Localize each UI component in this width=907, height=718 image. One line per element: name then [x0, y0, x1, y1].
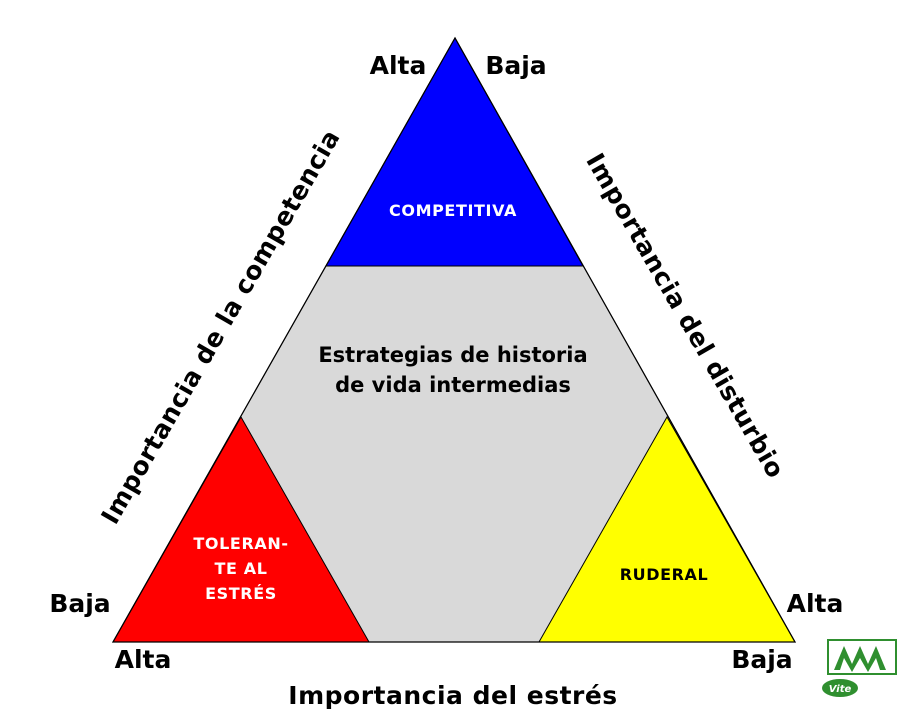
vite-badge-text: Vite — [829, 684, 852, 695]
stress-tolerant-label-line3: ESTRÉS — [205, 584, 277, 603]
vite-badge — [822, 679, 858, 697]
corner-left-upper-label: Baja — [49, 589, 110, 618]
stress-tolerant-label-line1: TOLERAN- — [193, 534, 288, 553]
corner-top-left-label: Alta — [370, 51, 427, 80]
outer-triangle — [111, 36, 797, 643]
corner-right-upper-label: Alta — [787, 589, 844, 618]
bottom-axis-label: Importancia del estrés — [288, 681, 617, 710]
intermediate-label-line2: de vida intermedias — [335, 373, 571, 397]
corner-right-lower-label: Baja — [731, 645, 792, 674]
corner-left-lower-label: Alta — [115, 645, 172, 674]
corner-top-right-label: Baja — [485, 51, 546, 80]
intermediate-label-line1: Estrategias de historia — [318, 343, 587, 367]
stress-tolerant-label-line2: TE AL — [215, 559, 268, 578]
ruderal-label: RUDERAL — [620, 565, 709, 584]
competitive-label: COMPETITIVA — [389, 201, 517, 220]
uam-logo: Vite — [822, 639, 897, 697]
uam-logo-letters — [834, 646, 886, 672]
